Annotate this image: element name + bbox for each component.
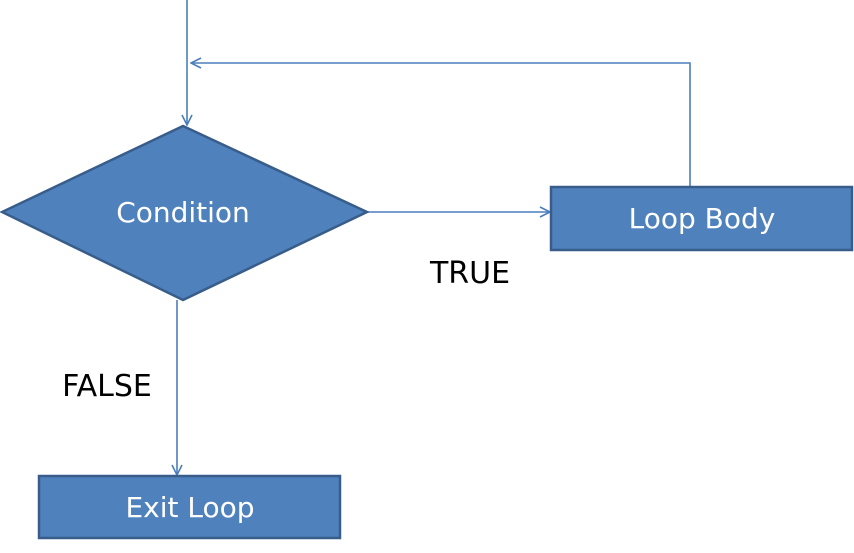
loop-back-arrow	[191, 63, 691, 186]
true-label: TRUE	[429, 256, 510, 291]
loop-body-label: Loop Body	[629, 202, 776, 235]
exit-loop-box	[37, 474, 342, 540]
loop-body-node: Loop Body	[549, 185, 854, 252]
condition-node: Condition	[0, 124, 370, 302]
exit-loop-node: Exit Loop	[37, 474, 342, 540]
condition-diamond	[0, 124, 370, 302]
exit-loop-label: Exit Loop	[125, 491, 254, 524]
loop-body-box	[549, 185, 854, 252]
condition-label: Condition	[116, 196, 250, 229]
false-label: FALSE	[62, 369, 152, 404]
